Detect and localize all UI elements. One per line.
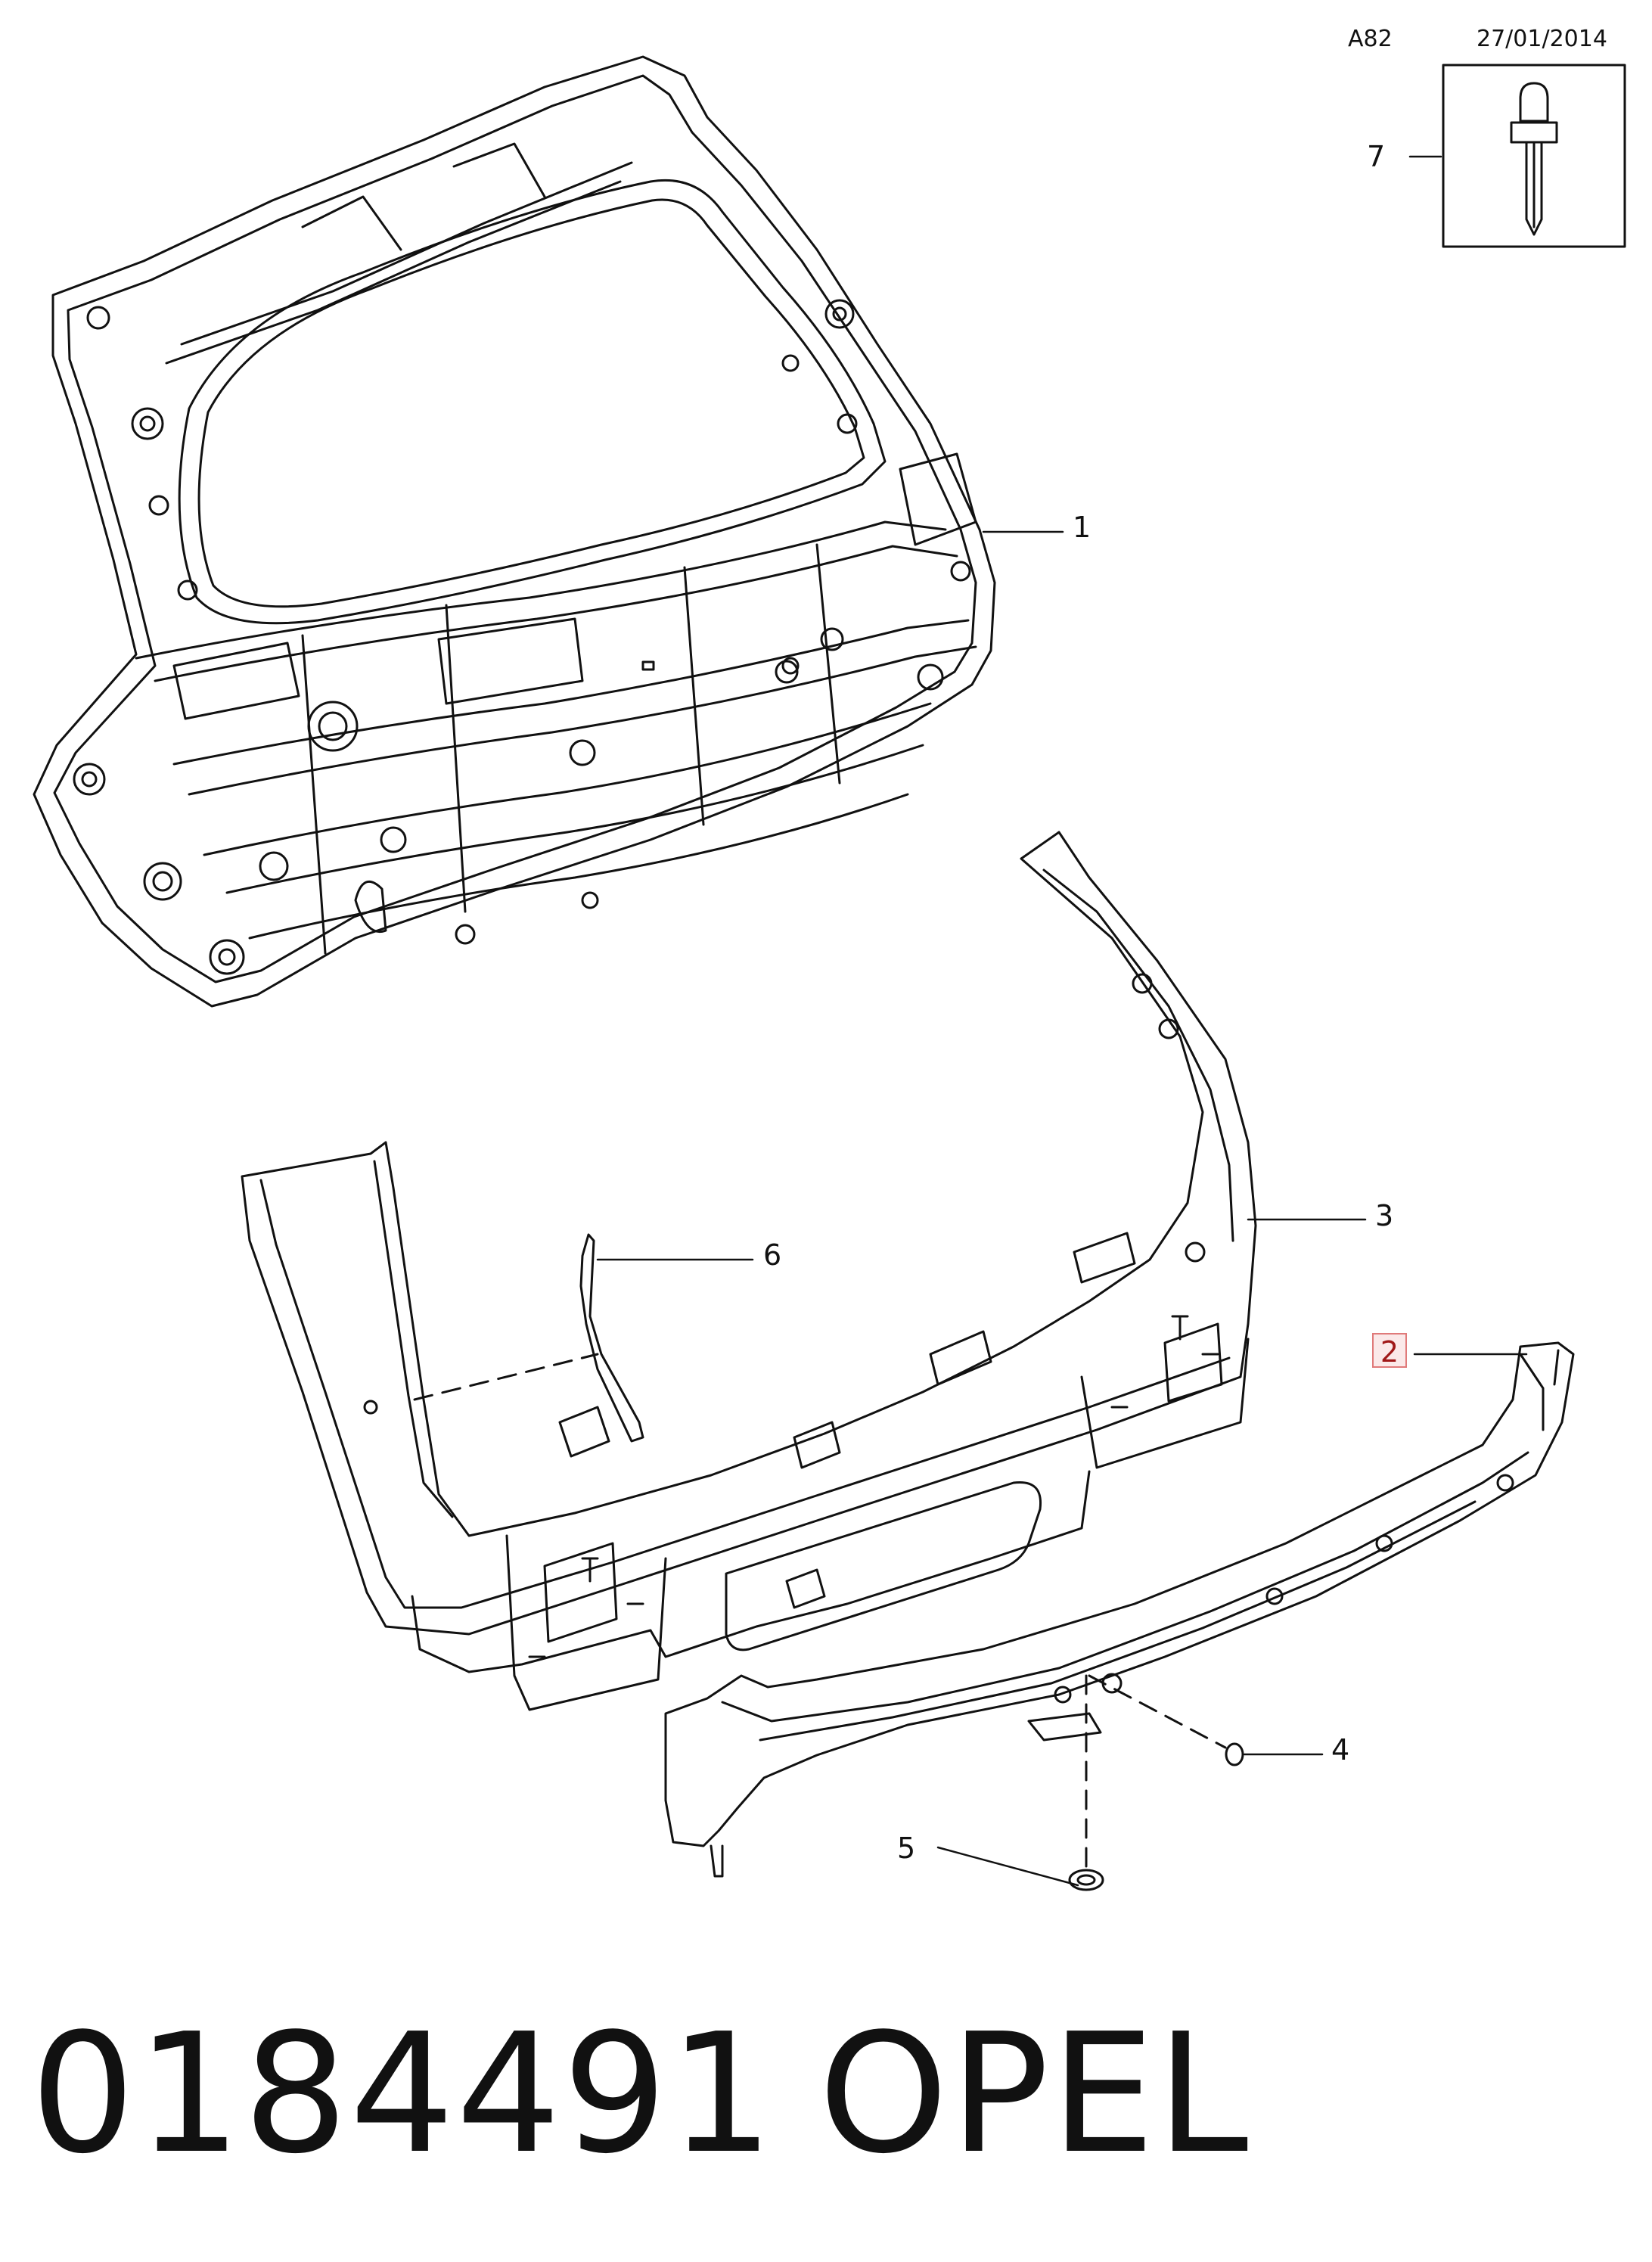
grommet-part [1068,1869,1104,1891]
callout-3[interactable]: 3 [1375,1199,1394,1232]
part-number: 0184491 [30,1999,775,2190]
callout-4[interactable]: 4 [1331,1733,1350,1766]
callout-2-highlighted[interactable]: 2 [1372,1333,1407,1369]
callout-5[interactable]: 5 [897,1832,916,1865]
diagram-code: A82 [1348,26,1393,52]
rivet-inset [1442,64,1626,248]
lower-rear-panel [664,1341,1575,1878]
callout-6[interactable]: 6 [763,1238,782,1272]
callout-1[interactable]: 1 [1073,511,1092,544]
seal-strip [413,1233,644,1443]
rear-end-panel [241,831,1257,1711]
plug-part [1085,1674,1244,1870]
diagram-date: 27/01/2014 [1477,26,1607,52]
callout-7[interactable]: 7 [1367,140,1386,173]
brand-name: OPEL [818,1999,1250,2190]
leader-lines [596,155,1528,1887]
tailgate-panel [33,55,996,1008]
